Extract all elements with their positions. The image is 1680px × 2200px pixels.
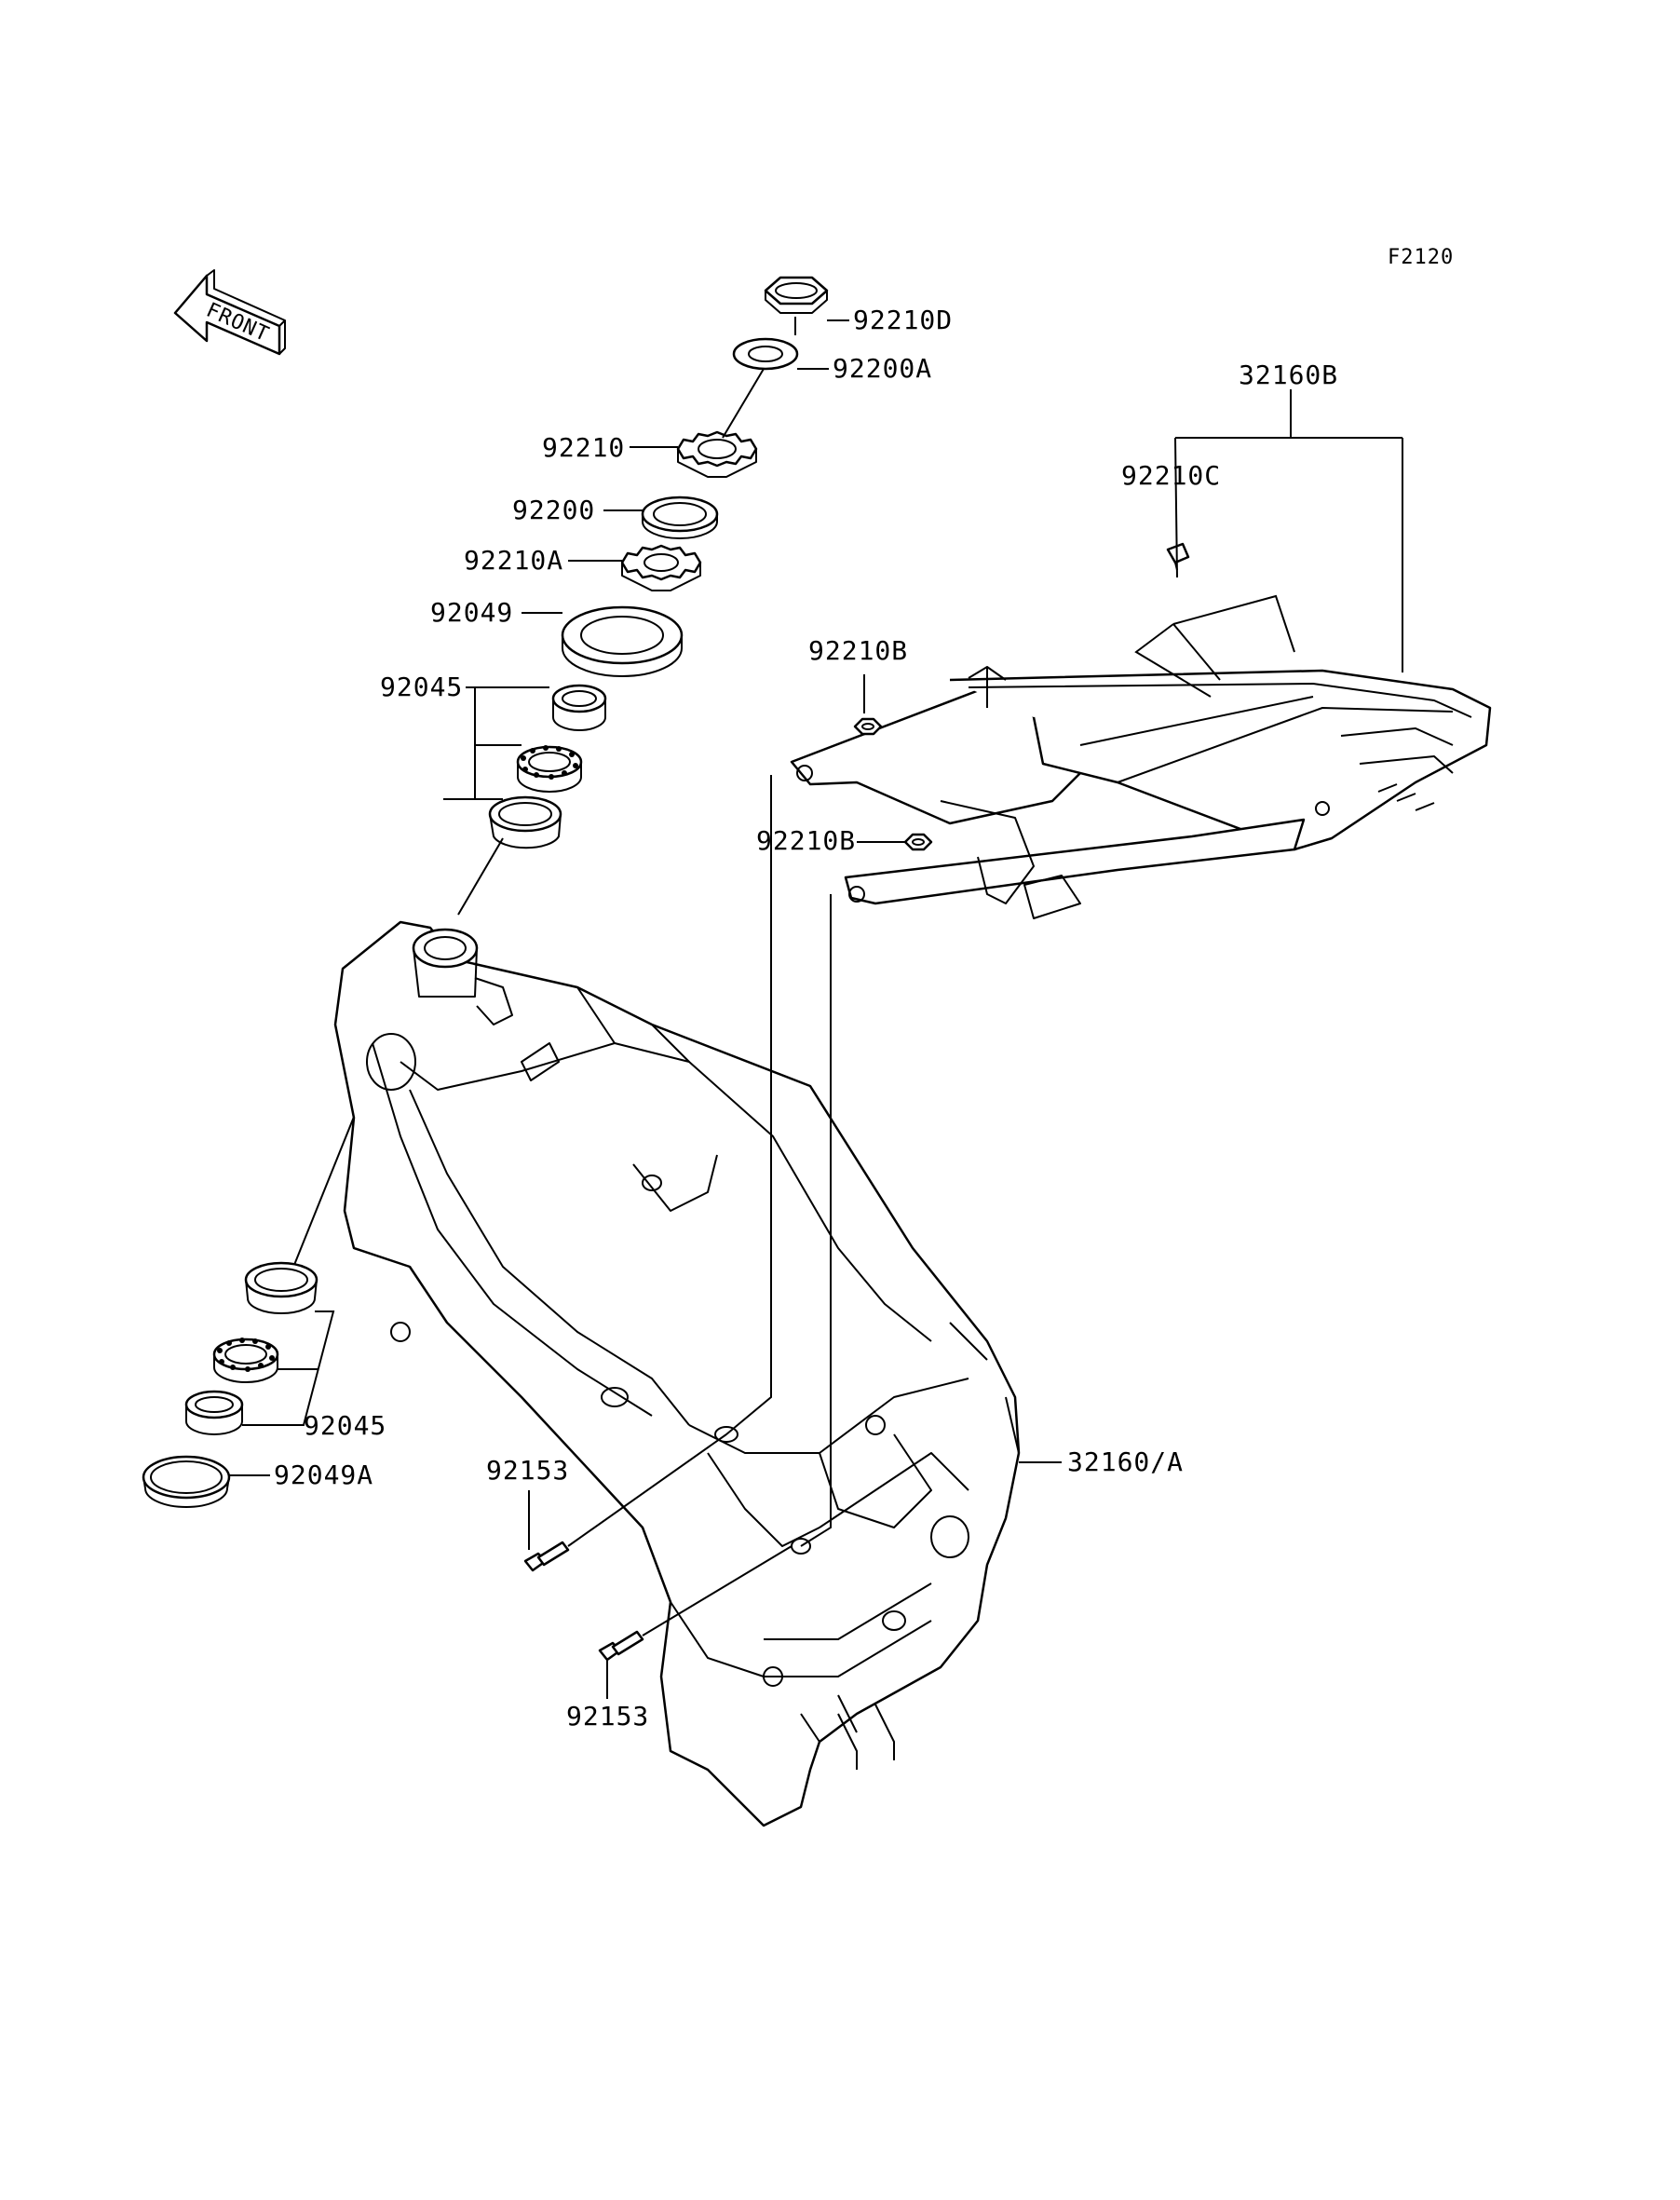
label-92200: 92200	[512, 495, 595, 525]
lock-nut-92210	[676, 430, 758, 478]
callout-92045-bottom: 92045	[242, 1310, 386, 1441]
callout-92153-top: 92153	[486, 1455, 569, 1550]
callout-92045-top: 92045	[380, 672, 549, 800]
bearing-outer-race-lower	[244, 1261, 318, 1314]
callout-92153-bottom: 92153	[566, 1660, 649, 1731]
callout-92049a: 92049A	[229, 1460, 373, 1490]
callout-92210: 92210	[542, 432, 678, 463]
label-92210: 92210	[542, 432, 625, 463]
nut-92210b-lower	[903, 833, 933, 851]
bolt-92210c	[1166, 542, 1190, 571]
label-92049: 92049	[430, 597, 513, 628]
nut-92210b-upper	[853, 717, 883, 736]
seal-92049	[561, 605, 684, 677]
callout-92200a: 92200A	[797, 353, 932, 384]
bearing-race-lower	[184, 1390, 244, 1435]
callout-32160b: 32160B	[1175, 360, 1403, 672]
bolt-92153-upper	[523, 1541, 570, 1572]
label-92045-top: 92045	[380, 672, 463, 702]
washer-92200a	[732, 337, 799, 371]
bearing-race-upper	[551, 684, 607, 731]
washer-92200	[641, 496, 719, 539]
label-92200a: 92200A	[833, 353, 932, 384]
callout-92049: 92049	[430, 597, 562, 628]
bearing-upper	[516, 745, 583, 793]
label-32160a: 32160/A	[1067, 1446, 1184, 1477]
label-92153-bottom: 92153	[566, 1701, 649, 1731]
front-arrow-label: FRONT	[203, 299, 273, 347]
bearing-outer-race-upper	[488, 795, 562, 849]
main-frame	[333, 920, 1021, 1827]
callout-92210c: 92210C	[1121, 460, 1221, 491]
label-92210a: 92210A	[464, 545, 563, 576]
steering-stem-nut	[764, 276, 829, 314]
label-92153-top: 92153	[486, 1455, 569, 1486]
label-32160b: 32160B	[1239, 360, 1338, 390]
callout-92210b-bottom: 92210B	[756, 825, 905, 856]
label-92210c: 92210C	[1121, 460, 1221, 491]
bearing-lower	[212, 1338, 279, 1383]
seal-92049a	[142, 1455, 231, 1508]
lock-nut-92210a	[620, 544, 702, 591]
front-arrow-icon: FRONT	[173, 269, 286, 356]
label-92210d: 92210D	[853, 305, 953, 335]
label-92210b-top: 92210B	[808, 635, 908, 666]
callout-92210d: 92210D	[827, 305, 953, 335]
callout-92210b-top: 92210B	[808, 635, 908, 713]
rear-subframe	[790, 666, 1492, 919]
label-92210b-bottom: 92210B	[756, 825, 856, 856]
label-92049a: 92049A	[274, 1460, 373, 1490]
callout-92200: 92200	[512, 495, 643, 525]
callout-32160a: 32160/A	[1019, 1446, 1184, 1477]
bolt-92153-lower	[598, 1630, 644, 1662]
label-92045-bottom: 92045	[304, 1410, 386, 1441]
diagram-code: F2120	[1388, 246, 1454, 269]
callout-92210a: 92210A	[464, 545, 622, 576]
